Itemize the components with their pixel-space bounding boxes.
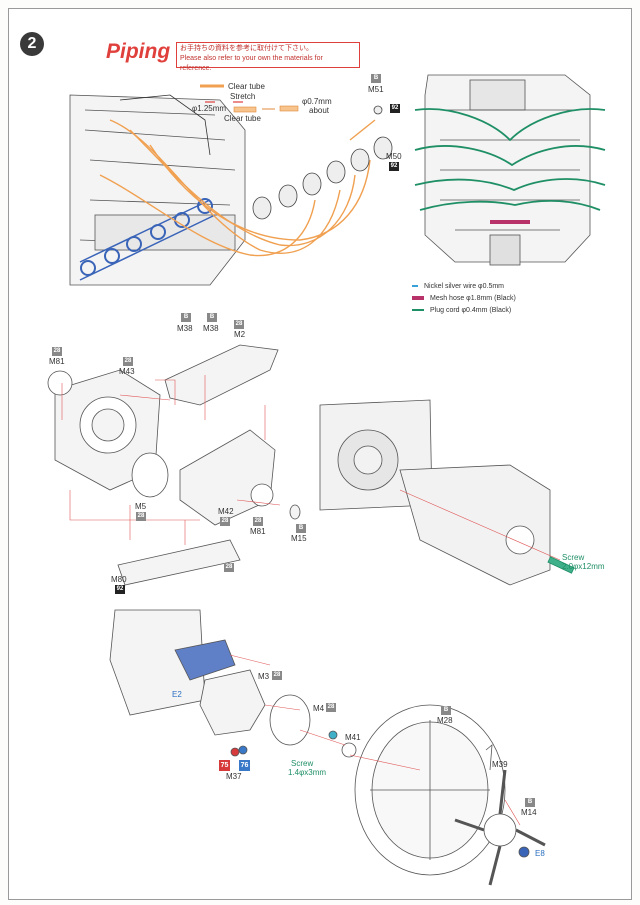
legend-plug-text: Plug cord φ0.4mm (Black) <box>430 307 512 314</box>
m38a-label: M38 <box>177 324 193 333</box>
screw-a-size: 2.0φx12mm <box>562 562 605 571</box>
m43-label: M43 <box>119 367 135 376</box>
wire-swatch <box>412 285 418 288</box>
step-title: Piping <box>106 40 171 63</box>
about-label: about <box>309 106 330 115</box>
m5-number: 28 <box>136 512 146 521</box>
screw-a-drawing <box>547 556 575 574</box>
clear-tube-label: Clear tube <box>228 82 265 91</box>
legend-wire-text: Nickel silver wire φ0.5mm <box>424 283 504 290</box>
clear-tube-label-2: Clear tube <box>224 114 261 123</box>
reference-note: お手持ちの資料を参考に取付けて下さい。 Please also refer to… <box>176 42 360 72</box>
m14-label: M14 <box>521 808 537 817</box>
throttle-body-row <box>252 105 393 220</box>
diameter-b-label: φ0.7mm <box>302 97 332 106</box>
m5-label: M5 <box>135 502 147 511</box>
m51-label: M51 <box>368 85 384 94</box>
intake-highlights <box>79 198 216 281</box>
m37-label: M37 <box>226 772 242 781</box>
step-number: 2 <box>20 32 44 56</box>
legend-plug: Plug cord φ0.4mm (Black) <box>412 307 511 314</box>
screw-a-label: Screw <box>562 553 585 562</box>
legend-mesh: Mesh hose φ1.8mm (Black) <box>412 295 516 302</box>
stretch-label: Stretch <box>230 92 256 101</box>
part-75-badge: 75 <box>219 760 230 771</box>
m4-number: 28 <box>326 703 336 712</box>
m28-badge: B <box>441 706 451 715</box>
m50-label: M50 <box>386 152 402 161</box>
m38a-badge: B <box>181 313 191 322</box>
fan-assembly-drawing <box>109 609 546 886</box>
mesh-swatch <box>412 296 424 301</box>
screw-b-label: Screw <box>291 759 314 768</box>
plug-cord-lines <box>414 108 606 211</box>
m2-label: M2 <box>234 330 246 339</box>
m51-badge: B <box>371 74 381 83</box>
m2-number: 28 <box>234 320 244 329</box>
m14-badge: B <box>525 798 535 807</box>
transmission-exploded-drawing <box>47 344 301 586</box>
note-jp: お手持ちの資料を参考に取付けて下さい。 <box>180 45 313 52</box>
m15-label: M15 <box>291 534 307 543</box>
assembly-guide-lines <box>61 375 281 545</box>
e2-label: E2 <box>172 690 182 699</box>
m42-label: M42 <box>218 507 234 516</box>
screw-b-size: 1.4φx3mm <box>288 768 327 777</box>
e8-label: E8 <box>535 849 545 858</box>
m28-label: M28 <box>437 716 453 725</box>
m39-label: M39 <box>492 760 508 769</box>
clear-tube-lines <box>99 119 376 257</box>
m81b-number: 28 <box>253 517 263 526</box>
m3-label: M3 <box>258 672 270 681</box>
legend-wire: Nickel silver wire φ0.5mm <box>412 283 504 290</box>
screw-guide-line <box>399 489 561 561</box>
part-76-badge: 76 <box>239 760 250 771</box>
engine-front-drawing <box>424 74 591 266</box>
legend-mesh-text: Mesh hose φ1.8mm (Black) <box>430 295 516 302</box>
m38b-label: M38 <box>203 324 219 333</box>
fan-guide-lines <box>229 654 521 826</box>
m81b-label: M81 <box>250 527 266 536</box>
m51-number: 92 <box>390 104 400 113</box>
m43-number: 28 <box>123 357 133 366</box>
tube-spec-graphic <box>200 84 299 113</box>
m4-label: M4 <box>313 704 325 713</box>
engine-side-drawing <box>69 94 246 286</box>
diameter-a-label: φ1.25mm <box>192 104 227 113</box>
m80-label: M80 <box>111 575 127 584</box>
m38b-badge: B <box>207 313 217 322</box>
m50-number: 92 <box>389 162 399 171</box>
m80-number: 92 <box>115 585 125 594</box>
m81a-label: M81 <box>49 357 65 366</box>
m42-number: 28 <box>220 517 230 526</box>
note-en: Please also refer to your own the materi… <box>180 55 323 72</box>
frame-number: 28 <box>224 563 234 572</box>
m41-label: M41 <box>345 733 361 742</box>
m81a-number: 28 <box>52 347 62 356</box>
m3-number: 28 <box>272 671 282 680</box>
engine-gearbox-drawing <box>319 399 551 586</box>
m15-badge: B <box>296 524 306 533</box>
plug-swatch <box>412 309 424 312</box>
